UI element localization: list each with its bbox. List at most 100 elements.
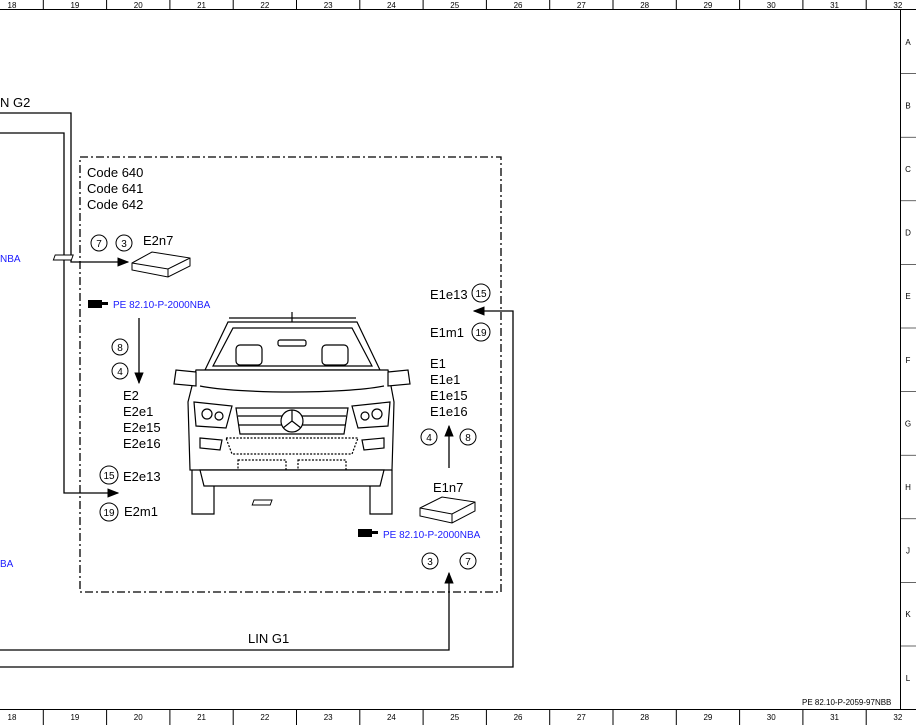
svg-text:7: 7	[465, 557, 471, 568]
column-ruler-bottom: 18 19 20 21 22 23 24 25 26 27 28 29 30 31 32	[8, 710, 903, 725]
e1e16-label: E1e16	[430, 404, 468, 419]
circled-pin-4-right: 4	[420, 428, 438, 446]
e1e1-label: E1e1	[430, 372, 460, 387]
e2m1-label: E2m1	[124, 504, 158, 519]
edge-ref-lower[interactable]: BA	[0, 559, 14, 570]
e1m1-label: E1m1	[430, 325, 464, 340]
column-number: 31	[830, 1, 839, 10]
lin-g1-label: LIN G1	[248, 631, 289, 646]
left-reference-link[interactable]: PE 82.10-P-2000NBA	[113, 300, 211, 311]
column-number: 24	[387, 1, 396, 10]
e2e15-label: E2e15	[123, 420, 161, 435]
row-letter: G	[905, 419, 911, 428]
e2n7-control-unit-icon	[52, 251, 191, 278]
circled-pin-7: 7	[90, 234, 108, 252]
svg-text:8: 8	[117, 343, 123, 354]
svg-text:4: 4	[117, 367, 123, 378]
e2e13-label: E2e13	[123, 469, 161, 484]
row-letter: L	[906, 674, 911, 683]
column-number: 29	[703, 713, 712, 722]
code-642-label: Code 642	[87, 197, 143, 212]
svg-text:8: 8	[465, 433, 471, 444]
lin-g1-wire	[0, 306, 514, 668]
circled-pin-4: 4	[111, 362, 129, 380]
column-number: 25	[450, 713, 459, 722]
column-number: 18	[8, 713, 17, 722]
column-number: 19	[70, 1, 79, 10]
e1n7-control-unit-icon	[251, 496, 476, 524]
column-number: 23	[324, 713, 333, 722]
row-letter: H	[905, 483, 911, 492]
code-640-label: Code 640	[87, 165, 143, 180]
circled-pin-3-right: 3	[421, 552, 439, 570]
column-number: 26	[514, 1, 523, 10]
column-number: 21	[197, 1, 206, 10]
page-frame	[0, 9, 916, 710]
row-letter: B	[905, 101, 910, 110]
row-letter: K	[905, 610, 911, 619]
e2e1-label: E2e1	[123, 404, 153, 419]
svg-text:15: 15	[103, 471, 115, 482]
circled-pin-15-left: 15	[99, 465, 119, 485]
e2e16-label: E2e16	[123, 436, 161, 451]
column-number: 29	[703, 1, 712, 10]
column-number: 20	[134, 1, 143, 10]
svg-text:19: 19	[475, 328, 487, 339]
column-number: 27	[577, 1, 586, 10]
circled-pin-3: 3	[115, 234, 133, 252]
circled-pin-15-right: 15	[471, 283, 491, 303]
svg-text:3: 3	[121, 239, 127, 250]
code-641-label: Code 641	[87, 181, 143, 196]
column-number: 22	[260, 713, 269, 722]
pointing-hand-icon	[88, 300, 108, 308]
right-reference-link[interactable]: PE 82.10-P-2000NBA	[383, 530, 481, 541]
lin-g2-wire	[0, 112, 130, 498]
row-letter: J	[906, 547, 910, 556]
circled-pin-8: 8	[111, 338, 129, 356]
column-number: 30	[767, 1, 776, 10]
column-number: 18	[8, 1, 17, 10]
circled-pin-8-right: 8	[459, 428, 477, 446]
column-number: 21	[197, 713, 206, 722]
vehicle-front-view-illustration	[173, 312, 411, 515]
column-number: 19	[70, 713, 79, 722]
e1-label: E1	[430, 356, 446, 371]
option-boundary	[79, 156, 502, 593]
column-number: 23	[324, 1, 333, 10]
column-number: 28	[640, 713, 649, 722]
svg-text:19: 19	[103, 508, 115, 519]
svg-text:7: 7	[96, 239, 102, 250]
column-number: 31	[830, 713, 839, 722]
svg-text:15: 15	[475, 289, 487, 300]
lin-g2-label: N G2	[0, 95, 30, 110]
column-number: 32	[893, 713, 902, 722]
column-number: 27	[577, 713, 586, 722]
document-reference: PE 82.10-P-2059-97NBB	[802, 698, 891, 707]
edge-ref-upper[interactable]: NBA	[0, 254, 21, 265]
column-number: 32	[893, 1, 902, 10]
column-number: 22	[260, 1, 269, 10]
column-number: 30	[767, 713, 776, 722]
column-number: 26	[514, 713, 523, 722]
row-letter: E	[905, 292, 910, 301]
circled-pin-19-left: 19	[99, 502, 119, 522]
column-number: 20	[134, 713, 143, 722]
e1e15-label: E1e15	[430, 388, 468, 403]
e1e13-label: E1e13	[430, 287, 468, 302]
row-letter: F	[906, 356, 911, 365]
column-number: 28	[640, 1, 649, 10]
column-number: 24	[387, 713, 396, 722]
svg-text:4: 4	[426, 433, 432, 444]
e2n7-label: E2n7	[143, 233, 173, 248]
row-letter: D	[905, 229, 911, 238]
circled-pin-7-right: 7	[459, 552, 477, 570]
circled-pin-19-right: 19	[471, 322, 491, 342]
row-letter: C	[905, 165, 911, 174]
svg-text:3: 3	[427, 557, 433, 568]
pointing-hand-icon	[358, 529, 378, 537]
e1n7-label: E1n7	[433, 480, 463, 495]
e2-label: E2	[123, 388, 139, 403]
